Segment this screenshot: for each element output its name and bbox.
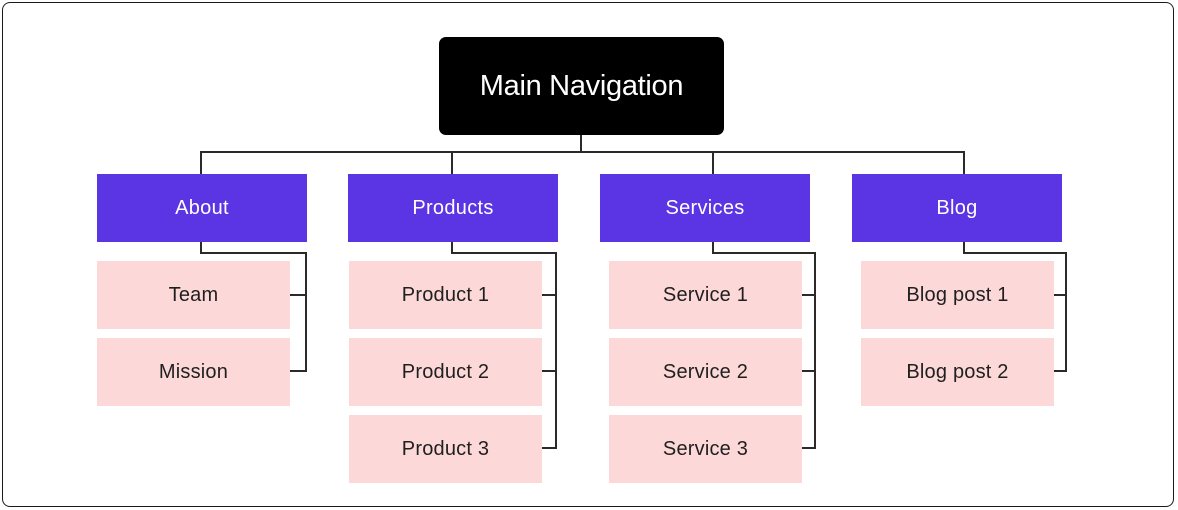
main-navigation-label: Main Navigation (479, 69, 684, 102)
item-blog-post-2: Blog post 2 (861, 338, 1054, 406)
item-product-2: Product 2 (349, 338, 542, 406)
item-service-3: Service 3 (609, 415, 802, 483)
item-product-3: Product 3 (349, 415, 542, 483)
category-about-label: About (175, 196, 229, 219)
category-services-label: Services (665, 196, 745, 219)
category-products: Products (348, 174, 558, 242)
item-mission-label: Mission (158, 360, 229, 383)
category-services: Services (600, 174, 810, 242)
item-team: Team (97, 261, 290, 329)
category-products-label: Products (412, 196, 494, 219)
item-blog-post-1-label: Blog post 1 (906, 283, 1009, 306)
item-service-2: Service 2 (609, 338, 802, 406)
category-blog-label: Blog (936, 196, 978, 219)
item-service-1-label: Service 1 (662, 283, 749, 306)
category-about: About (97, 174, 307, 242)
item-blog-post-1: Blog post 1 (861, 261, 1054, 329)
item-team-label: Team (168, 283, 219, 306)
main-navigation-node: Main Navigation (439, 37, 724, 135)
item-service-1: Service 1 (609, 261, 802, 329)
item-product-3-label: Product 3 (401, 437, 490, 460)
item-product-2-label: Product 2 (401, 360, 490, 383)
item-blog-post-2-label: Blog post 2 (906, 360, 1009, 383)
item-product-1: Product 1 (349, 261, 542, 329)
item-service-3-label: Service 3 (662, 437, 749, 460)
item-service-2-label: Service 2 (662, 360, 749, 383)
item-product-1-label: Product 1 (401, 283, 490, 306)
category-blog: Blog (852, 174, 1062, 242)
item-mission: Mission (97, 338, 290, 406)
